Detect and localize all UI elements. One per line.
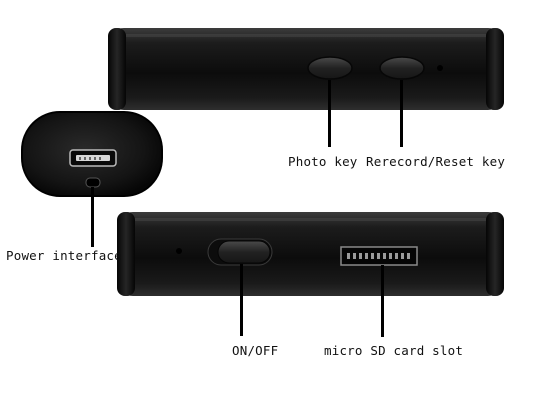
bottom-device-body	[117, 212, 504, 296]
rerecord-key-callout-line	[400, 80, 403, 147]
on-off-callout-line	[240, 264, 243, 336]
rerecord-reset-key-label: Rerecord/Reset key	[366, 154, 506, 169]
photo-key-label: Photo key	[288, 154, 358, 169]
sd-slot-callout-line	[381, 265, 384, 337]
on-off-label: ON/OFF	[232, 343, 279, 358]
micro-sd-slot-label: micro SD card slot	[324, 343, 464, 358]
top-device-body	[108, 28, 504, 110]
end-view	[21, 111, 163, 197]
power-led-hole	[85, 177, 101, 188]
power-callout-line	[91, 187, 94, 247]
power-interface-label: Power interface	[6, 248, 122, 263]
on-off-switch-slider	[217, 240, 271, 264]
photo-key-callout-line	[328, 80, 331, 147]
photo-key-button	[307, 56, 353, 80]
rerecord-reset-key-button	[379, 56, 425, 80]
mic-hole	[176, 248, 182, 254]
indicator-hole	[437, 65, 443, 71]
